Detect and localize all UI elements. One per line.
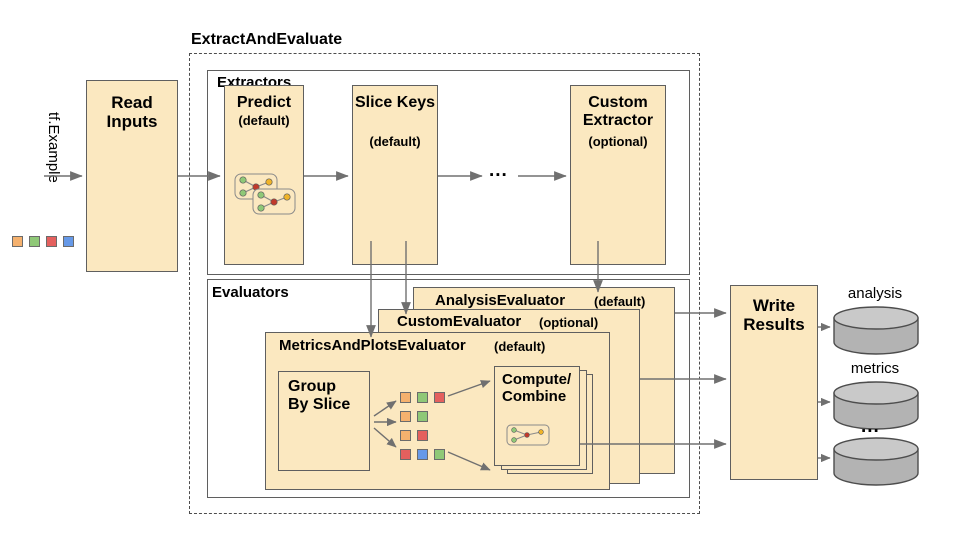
slice-swatch bbox=[400, 392, 411, 403]
swatch-orange bbox=[12, 236, 23, 247]
cylinder-analysis bbox=[833, 306, 919, 355]
slice-swatch bbox=[417, 430, 428, 441]
write-results-label: Write Results bbox=[743, 296, 805, 335]
model-graph-icon bbox=[234, 173, 296, 215]
metrics-evaluator-title: MetricsAndPlotsEvaluator bbox=[279, 337, 466, 354]
slice-keys-title: Slice Keys bbox=[354, 94, 436, 111]
analysis-evaluator-subtitle: (default) bbox=[594, 294, 646, 309]
custom-extractor-title: Custom Extractor bbox=[582, 94, 654, 130]
node-compute-combine[interactable]: Compute/ Combine bbox=[494, 366, 580, 466]
swatch-blue bbox=[63, 236, 74, 247]
group-title-extract-and-evaluate: ExtractAndEvaluate bbox=[191, 31, 343, 48]
node-predict[interactable]: Predict (default) bbox=[224, 85, 304, 265]
analysis-evaluator-title: AnalysisEvaluator bbox=[435, 292, 566, 309]
plot-graph-icon bbox=[506, 424, 550, 446]
group-extract-and-evaluate bbox=[189, 53, 700, 514]
metrics-evaluator-subtitle: (default) bbox=[494, 339, 546, 354]
extractor-ellipsis: ... bbox=[489, 160, 508, 181]
node-custom-extractor[interactable]: Custom Extractor (optional) bbox=[570, 85, 666, 265]
custom-extractor-subtitle: (optional) bbox=[588, 134, 648, 149]
predict-subtitle: (default) bbox=[238, 113, 290, 128]
group-by-slice-label: Group By Slice bbox=[288, 378, 351, 413]
input-label: tf.Example bbox=[45, 112, 62, 183]
swatch-green bbox=[29, 236, 40, 247]
slice-swatch bbox=[400, 430, 411, 441]
slice-swatch bbox=[400, 411, 411, 422]
node-slice-keys[interactable]: Slice Keys (default) bbox=[352, 85, 438, 265]
custom-evaluator-subtitle: (optional) bbox=[539, 315, 599, 330]
node-write-results[interactable]: Write Results bbox=[730, 285, 818, 480]
swatch-red bbox=[46, 236, 57, 247]
slice-swatch bbox=[434, 392, 445, 403]
slice-swatch bbox=[417, 392, 428, 403]
output-label-metrics: metrics bbox=[850, 360, 900, 377]
node-read-inputs[interactable]: Read Inputs bbox=[86, 80, 178, 272]
custom-evaluator-title: CustomEvaluator bbox=[397, 313, 522, 330]
node-group-by-slice[interactable]: Group By Slice bbox=[278, 371, 370, 471]
output-label-more: ... bbox=[861, 416, 880, 437]
cylinder-other bbox=[833, 437, 919, 486]
slice-keys-subtitle: (default) bbox=[369, 134, 421, 149]
slice-swatch bbox=[417, 411, 428, 422]
evaluators-caption: Evaluators bbox=[212, 284, 289, 301]
input-swatch-legend bbox=[12, 236, 74, 249]
compute-combine-label: Compute/ Combine bbox=[502, 371, 572, 405]
slice-swatch bbox=[434, 449, 445, 460]
output-label-analysis: analysis bbox=[847, 285, 903, 302]
read-inputs-label: Read Inputs bbox=[106, 93, 158, 132]
cylinder-metrics bbox=[833, 381, 919, 430]
slice-swatch bbox=[417, 449, 428, 460]
predict-title: Predict bbox=[236, 94, 292, 111]
slice-swatch bbox=[400, 449, 411, 460]
